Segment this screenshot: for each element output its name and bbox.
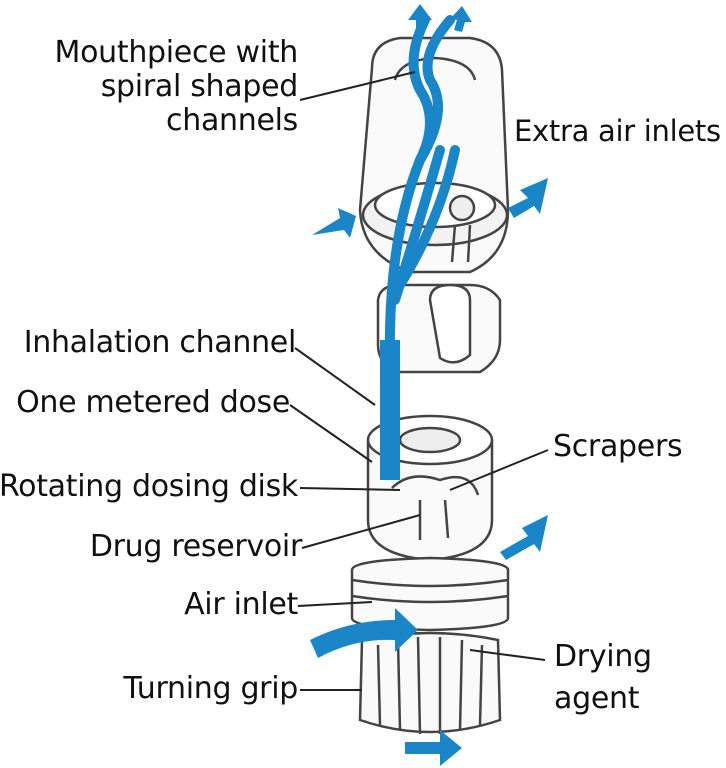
label-drying-agent-line-1: Drying [554,640,652,674]
label-turning-grip: Turning grip [123,672,298,706]
label-scrapers: Scrapers [553,430,682,464]
label-extra-air-inlets: Extra air inlets [514,114,721,148]
dose-channel-bar [380,340,400,480]
label-rotating-dosing-disk: Rotating dosing disk [0,470,298,504]
label-drug-reservoir: Drug reservoir [90,530,302,564]
label-mouthpiece-line-2: spiral shaped [55,70,299,104]
label-one-metered-dose: One metered dose [16,386,290,420]
label-air-inlet: Air inlet [184,588,298,622]
label-inhalation-channel: Inhalation channel [24,326,296,360]
label-drying-agent: Drying agent [554,640,652,716]
base-part [352,558,508,734]
label-drying-agent-line-2: agent [554,682,652,716]
label-mouthpiece-line-3: channels [55,104,299,138]
label-mouthpiece-line-1: Mouthpiece with [55,36,299,70]
label-mouthpiece: Mouthpiece with spiral shaped channels [55,36,299,138]
